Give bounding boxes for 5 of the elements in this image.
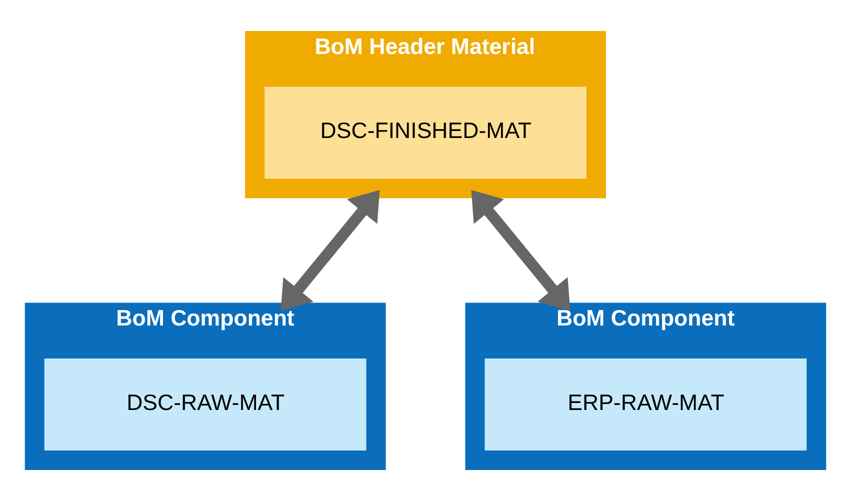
arrow bbox=[280, 190, 380, 311]
node-box: DSC-FINISHED-MAT bbox=[264, 86, 586, 179]
node-box: ERP-RAW-MAT bbox=[484, 358, 807, 450]
node-box: DSC-RAW-MAT bbox=[44, 358, 366, 450]
arrow bbox=[471, 190, 570, 311]
